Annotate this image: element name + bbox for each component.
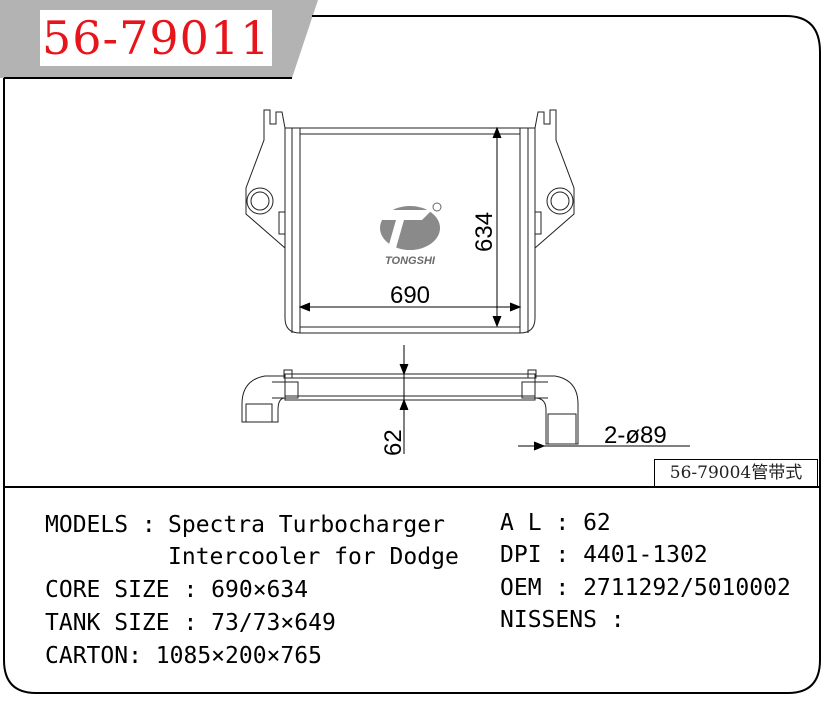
width-dimension [298,302,522,312]
pipe-label: 2-ø89 [604,422,667,449]
left-tank [284,127,301,334]
pipe-callout [518,441,690,451]
height-dimension [492,126,502,328]
dpi-number: DPI : 4401-1302 [500,542,708,568]
models-value-line1: Spectra Turbocharger [168,512,445,538]
models-value-line2: Intercooler for Dodge [168,544,459,570]
model-reference: 56-79004管带式 [654,459,818,487]
core-outline [299,127,521,334]
core-size: CORE SIZE : 690×634 [45,577,309,603]
al-value: A L : 62 [500,510,611,536]
nissens-number: NISSENS : [500,607,625,633]
side-view [241,369,579,445]
part-number: 56-79011 [40,10,273,66]
depth-label: 62 [380,429,407,456]
tongshi-logo: TONGSHI [380,202,442,267]
logo-text: TONGSHI [385,255,436,267]
carton-size: CARTON: 1085×200×765 [45,643,322,669]
right-tank [519,127,536,334]
left-inlet [246,187,274,215]
width-label: 690 [390,282,430,309]
depth-dimension [399,345,409,454]
models-label: MODELS : [45,512,170,538]
right-outlet [546,187,574,215]
outer-border [3,15,821,694]
height-label: 634 [471,212,498,252]
oem-number: OEM : 2711292/5010002 [500,575,791,601]
tank-size: TANK SIZE : 73/73×649 [45,610,336,636]
